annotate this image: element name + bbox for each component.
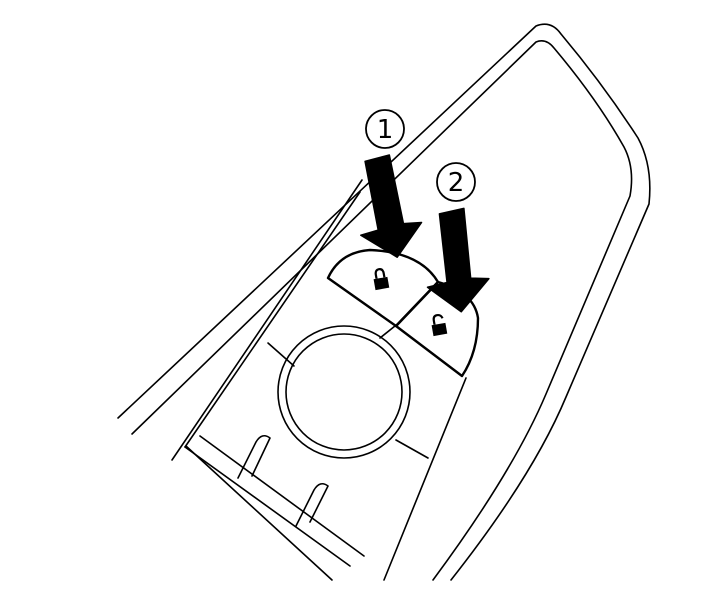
mirror-control-divider-left (267, 342, 295, 367)
arrow-2 (426, 207, 490, 313)
switch-panel-right-edge (383, 377, 467, 581)
callout-1: 1 (365, 109, 405, 149)
lock-closed-icon (373, 268, 390, 291)
mirror-control-outer-ring (277, 325, 411, 459)
mirror-control-inner-ring (285, 333, 403, 451)
lock-open-icon (431, 313, 448, 337)
arrow-1 (360, 154, 423, 258)
switch-panel-bottom-edge (184, 446, 351, 567)
switch-panel-inner-left (184, 191, 361, 448)
armrest-inner-edge (131, 40, 633, 581)
switch-panel-left-edge (171, 179, 363, 461)
switch-panel-lower-rim (185, 445, 333, 581)
callout-2: 2 (436, 162, 476, 202)
callout-2-label: 2 (448, 168, 465, 198)
window-switch-2 (295, 482, 329, 527)
mirror-control-divider-right (395, 439, 429, 459)
callout-1-label: 1 (377, 115, 394, 145)
switch-panel-bottom-inner (199, 435, 365, 557)
window-switch-1 (237, 434, 271, 479)
lock-button[interactable] (326, 248, 440, 328)
armrest-outer-edge (117, 23, 651, 581)
